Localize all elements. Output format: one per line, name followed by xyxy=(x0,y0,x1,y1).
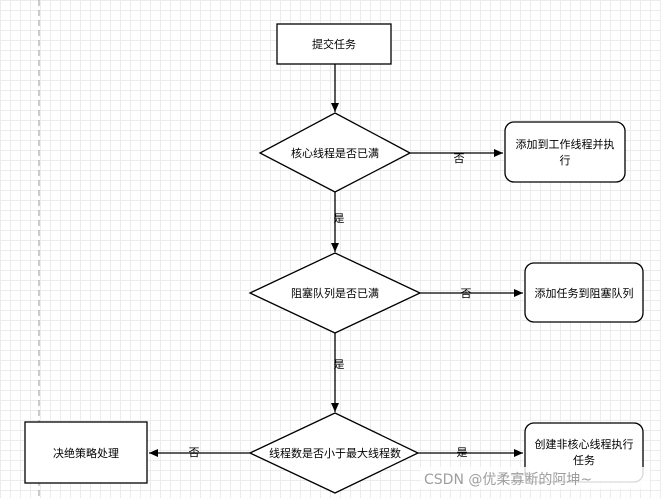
node-create-noncore-thread-label-2: 任务 xyxy=(573,454,595,467)
node-add-to-worker-label-2: 行 xyxy=(560,154,571,167)
edge-label-max-no: 否 xyxy=(189,446,200,459)
edge-label-max-yes: 是 xyxy=(457,446,468,459)
decision-core-threads-full-label: 核心线程是否已满 xyxy=(291,146,379,160)
node-add-to-worker-label-1: 添加到工作线程并执 xyxy=(516,137,615,151)
watermark-background xyxy=(420,467,650,489)
edge-label-core-no: 否 xyxy=(454,152,465,165)
node-create-noncore-thread-label-1: 创建非核心线程执行 xyxy=(535,437,634,451)
node-reject-policy[interactable] xyxy=(24,421,148,484)
node-submit-task[interactable] xyxy=(276,23,392,65)
decision-threads-less-than-max[interactable] xyxy=(248,412,420,494)
node-add-to-queue[interactable] xyxy=(524,262,644,323)
watermark-text: CSDN @优柔寡断的阿坤~ xyxy=(424,471,592,488)
edge-label-queue-yes: 是 xyxy=(334,358,345,371)
decision-queue-full-label: 阻塞队列是否已满 xyxy=(291,286,379,300)
node-add-to-queue-label: 添加任务到阻塞队列 xyxy=(535,286,634,300)
node-add-to-worker[interactable] xyxy=(504,121,626,183)
edge-label-queue-no: 否 xyxy=(461,287,472,300)
edge-label-core-yes: 是 xyxy=(334,212,345,225)
node-reject-policy-label: 决绝策略处理 xyxy=(53,446,119,460)
decision-core-threads-full[interactable] xyxy=(258,112,412,193)
decision-threads-less-than-max-label: 线程数是否小于最大线程数 xyxy=(269,446,401,460)
decision-queue-full[interactable] xyxy=(248,252,422,334)
node-submit-task-label: 提交任务 xyxy=(312,37,356,51)
